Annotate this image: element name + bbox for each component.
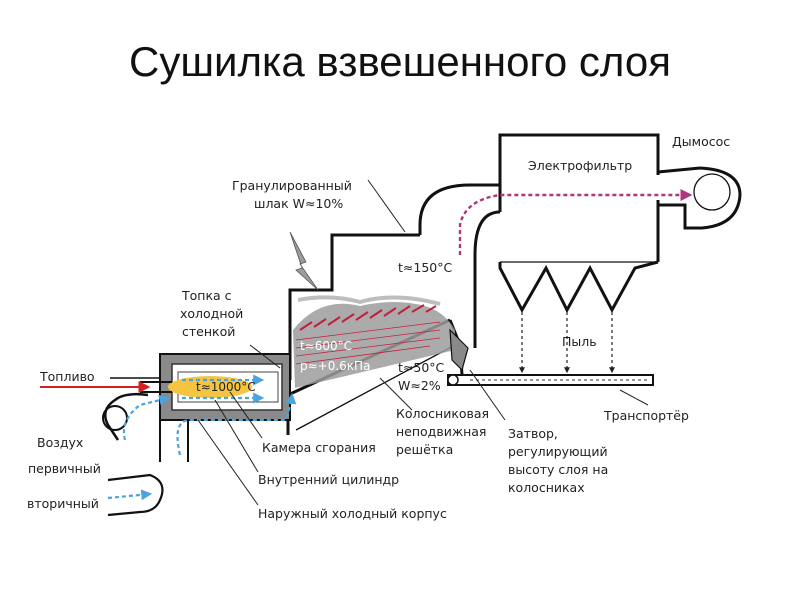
page-title: Сушилка взвешенного слоя: [129, 38, 671, 85]
label-gate-1: Затвор,: [508, 426, 558, 441]
label-slag-1: Гранулированный: [232, 178, 352, 193]
label-gate-3: высоту слоя на: [508, 462, 608, 477]
label-slag-2: шлак W≈10%: [254, 196, 343, 211]
label-fuel: Топливо: [39, 369, 95, 384]
dust-arrows: [519, 312, 615, 374]
label-exhauster: Дымосос: [672, 134, 730, 149]
label-transporter: Транспортёр: [603, 408, 689, 423]
label-electrofilter: Электрофильтр: [528, 158, 632, 173]
label-dust: Пыль: [562, 334, 597, 349]
grate-jets: [299, 304, 437, 331]
label-temp-50: t≈50°C: [398, 360, 445, 375]
label-grate-1: Колосниковая: [396, 406, 489, 421]
label-furnace-1: Топка с: [181, 288, 232, 303]
fluidized-layer: [293, 302, 455, 388]
label-outer-body: Наружный холодный корпус: [258, 506, 447, 521]
label-moisture: W≈2%: [398, 378, 441, 393]
label-inner-cylinder: Внутренний цилиндр: [258, 472, 399, 487]
grate-lines: [295, 321, 441, 365]
slag-arrow: [289, 231, 319, 291]
label-temp-1000: t≈1000°C: [196, 380, 256, 394]
label-furnace-2: холодной: [180, 306, 243, 321]
air-flow: [107, 374, 297, 501]
label-furnace-3: стенкой: [182, 324, 235, 339]
gas-flow: [458, 189, 693, 255]
label-air-primary: первичный: [28, 461, 101, 476]
secondary-air-duct: [107, 473, 164, 517]
flame: [168, 376, 252, 398]
label-temp-150: t≈150°C: [398, 260, 452, 275]
transporter: [447, 374, 654, 386]
label-air-secondary: вторичный: [27, 496, 99, 511]
label-gate-2: регулирующий: [508, 444, 608, 459]
leader-lines: [197, 179, 649, 506]
dryer-casing: [286, 133, 742, 435]
label-pressure: p≈+0.6кПа: [300, 359, 370, 373]
label-air: Воздух: [37, 435, 83, 450]
primary-air-duct: [103, 392, 149, 441]
gate: [449, 328, 469, 372]
label-combustion-chamber: Камера сгорания: [262, 440, 376, 455]
label-temp-600: t≈600°C: [300, 339, 352, 353]
label-gate-4: колосниках: [508, 480, 585, 495]
label-grate-3: решётка: [396, 442, 453, 457]
layer-surface: [297, 295, 441, 306]
label-grate-2: неподвижная: [396, 424, 486, 439]
